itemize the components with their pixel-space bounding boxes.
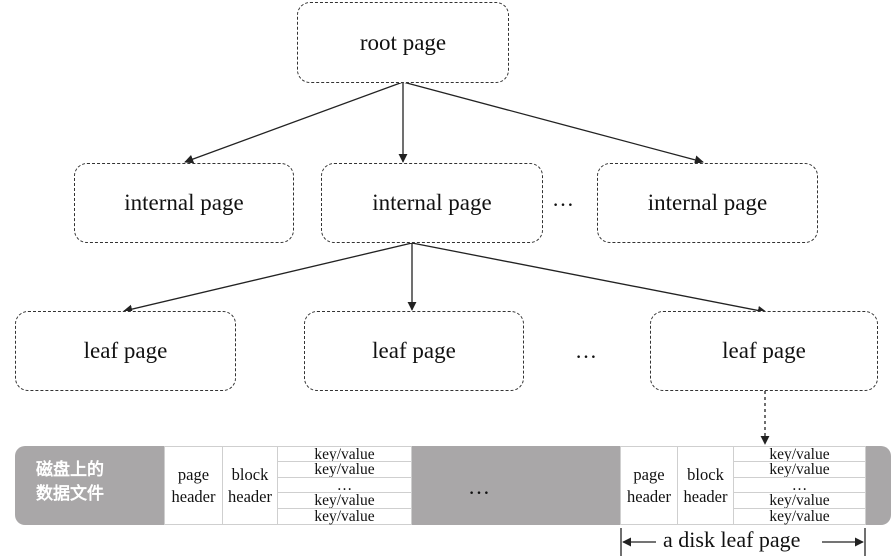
leaf-ellipsis: … (575, 338, 598, 363)
kv-row-2-2: key/value (733, 461, 866, 478)
kv-row-2-1: key/value (733, 446, 866, 463)
edge-internal-leaf-1 (123, 242, 413, 314)
kv-row-1-5: key/value (277, 508, 412, 525)
edge-root-internal-3 (402, 81, 704, 165)
kv-row-2-5: key/value (733, 508, 866, 525)
root-page-label: root page (359, 29, 447, 55)
internal-page-node-3: internal page (597, 163, 818, 243)
leaf-page-label-1: leaf page (83, 338, 168, 363)
root-page-node: root page (297, 2, 509, 83)
kv-row-1-4: key/value (277, 492, 412, 509)
internal-page-node-1: internal page (74, 163, 294, 243)
internal-page-label-3: internal page (647, 190, 768, 215)
internal-ellipsis: … (552, 186, 575, 211)
block-header-cell-2: block header (677, 446, 734, 525)
disk-leaf-page-range-label: a disk leaf page (663, 527, 801, 552)
page-header-cell-2: page header (620, 446, 678, 525)
kv-row-1-2: key/value (277, 461, 412, 478)
leaf-page-label-3: leaf page (722, 338, 806, 363)
kv-row-1-3: … (277, 477, 412, 494)
disk-data-file-label: 磁盘上的 数据文件 (36, 460, 104, 504)
disk-middle-ellipsis: … (468, 474, 491, 499)
leaf-page-node-3: leaf page (650, 311, 878, 391)
leaf-page-node-2: leaf page (304, 311, 524, 391)
internal-page-label-1: internal page (124, 190, 244, 215)
leaf-page-label-2: leaf page (372, 338, 456, 363)
edge-internal-leaf-3 (411, 242, 767, 315)
kv-row-1-1: key/value (277, 446, 412, 463)
kv-row-2-4: key/value (733, 492, 866, 509)
kv-row-2-3: … (733, 477, 866, 494)
page-header-cell-1: page header (164, 446, 223, 525)
internal-page-node-2: internal page (321, 163, 543, 243)
block-header-cell-1: block header (222, 446, 278, 525)
edge-root-internal-1 (184, 81, 404, 164)
internal-page-label-2: internal page (372, 190, 492, 215)
leaf-page-node-1: leaf page (15, 311, 236, 391)
